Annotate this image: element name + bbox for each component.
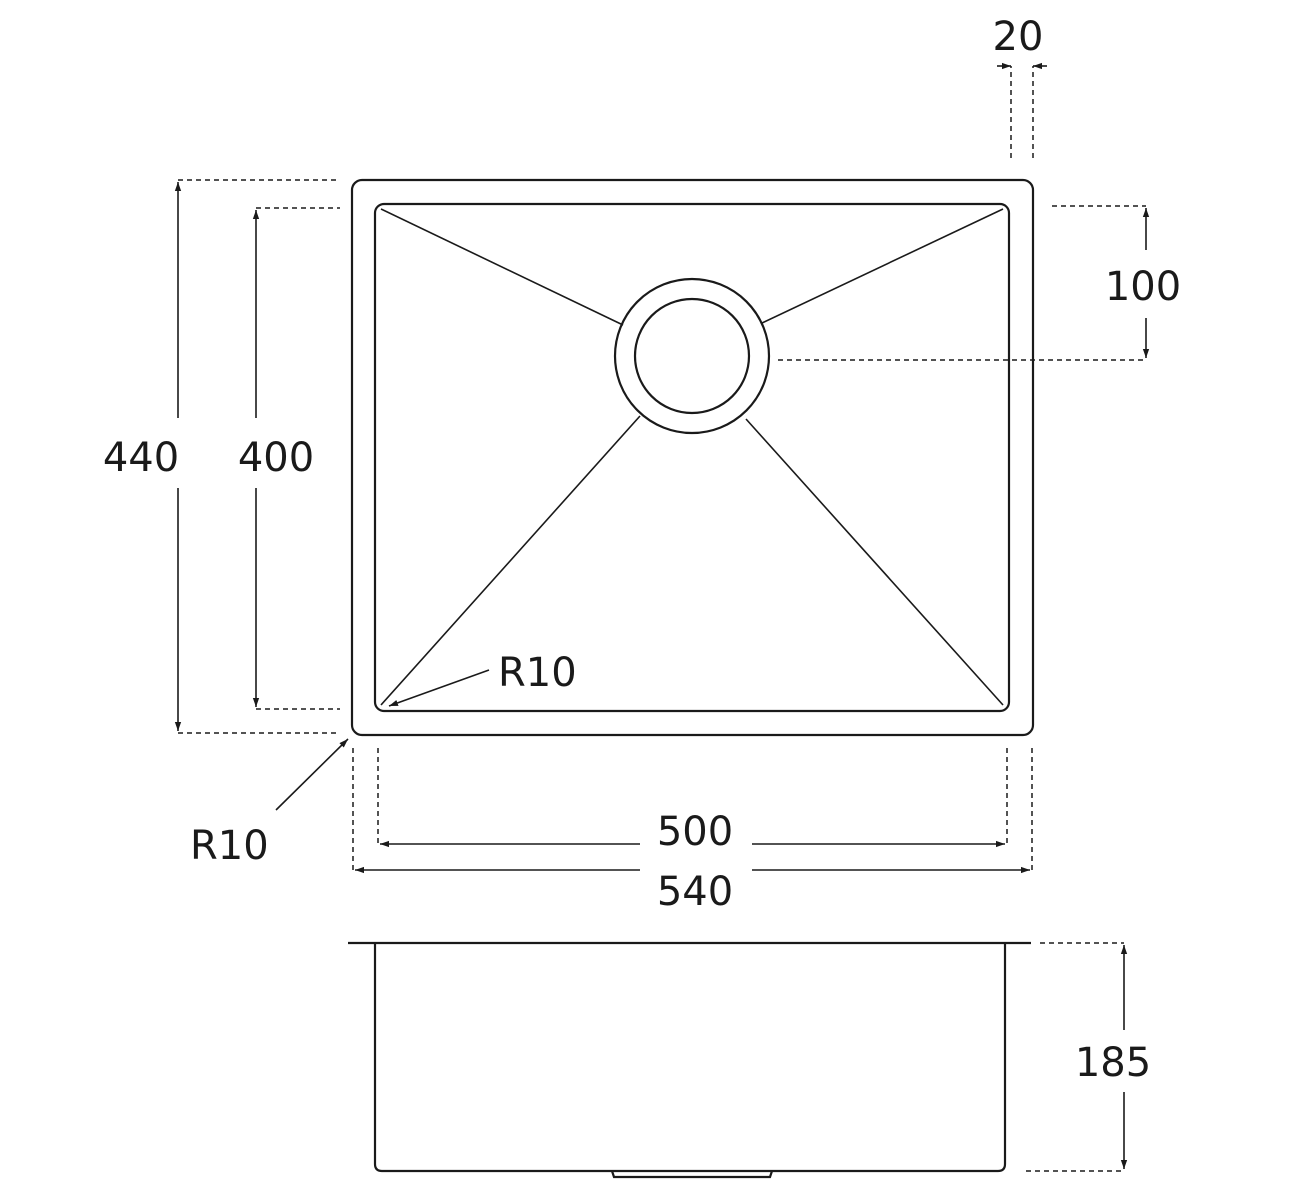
inner-depth-dimension: 400 [238,207,340,710]
outer-depth-label: 440 [103,435,179,481]
side-view [348,941,1031,1179]
top-view [350,178,1035,737]
slope-line-top-right [761,208,1004,324]
outer-width-dimension: 540 [352,748,1033,915]
side-view-bowl-outline [373,943,1007,1173]
inner-depth-label: 400 [238,435,314,481]
drain-inner-ring [633,297,751,415]
slope-line-bottom-right [745,418,1004,706]
bowl-height-dimension: 185 [1026,942,1151,1172]
outer-width-label: 540 [657,869,733,915]
rim-width-label: 20 [993,14,1044,60]
drain-outer-ring [613,277,771,435]
inner-corner-radius-callout: R10 [388,650,577,707]
inner-width-dimension: 500 [377,748,1008,855]
slope-line-top-left [380,208,624,326]
outer-depth-dimension: 440 [103,179,340,734]
outer-corner-radius-callout: R10 [190,738,349,869]
inner-width-label: 500 [657,809,733,855]
bowl-height-label: 185 [1075,1040,1151,1086]
slope-line-bottom-left [380,415,641,706]
inner-corner-radius-label: R10 [498,650,577,696]
inner-bowl-outline [373,202,1011,713]
outer-rim-outline [350,178,1035,737]
outer-corner-radius-label: R10 [190,823,269,869]
drain-offset-label: 100 [1105,264,1181,310]
drain-offset-dimension: 100 [778,205,1181,361]
side-view-drain-stub [610,1170,774,1179]
rim-width-dimension: 20 [993,14,1047,158]
